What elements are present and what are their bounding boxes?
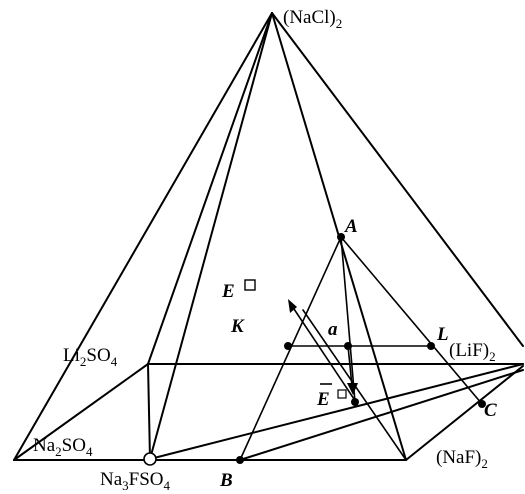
point-E-bar (351, 398, 359, 406)
edge-na2so4-li2so4 (13, 363, 149, 461)
label-point-a: a (328, 319, 338, 340)
line-a-c (340, 236, 483, 405)
label-point-C: C (484, 400, 497, 421)
point-a (344, 342, 352, 350)
edge-apex-na2so4 (13, 12, 273, 461)
label-point-L: L (436, 324, 449, 345)
edge-naf-lif (405, 365, 524, 461)
edge-apex-li2so4 (147, 12, 273, 365)
label-na2so4: Na2SO4 (33, 435, 93, 459)
point-B (236, 456, 244, 464)
arrowhead-e (288, 299, 297, 313)
line-a-ebar (340, 236, 356, 403)
point-A (337, 233, 345, 241)
label-na3fso4: Na3FSO4 (100, 469, 171, 493)
label-naf2: (NaF)2 (436, 447, 488, 471)
label-point-E: E (221, 281, 235, 302)
arrow-toward-e (291, 305, 357, 403)
label-li2so4: Li2SO4 (63, 345, 118, 369)
square-e (244, 279, 256, 291)
label-point-B: B (219, 470, 233, 491)
label-point-K: K (230, 316, 245, 337)
arrowhead-down (347, 383, 358, 395)
point-a-left (284, 342, 292, 350)
point-na3fso4 (143, 452, 157, 466)
label-point-A: A (344, 216, 358, 237)
point-L (427, 342, 435, 350)
edge-li2so4-na3fso4 (147, 363, 151, 460)
arrow-a-down (347, 345, 353, 387)
label-point-E-bar: E (316, 389, 330, 410)
square-ebar (337, 389, 347, 399)
edge-apex-lif (271, 12, 524, 347)
edge-apex-na3fso4 (149, 12, 273, 460)
label-nacl2: (NaCl)2 (283, 7, 342, 31)
label-lif2: (LiF)2 (449, 340, 496, 364)
edge-b-lif (239, 369, 524, 461)
point-C (478, 400, 486, 408)
